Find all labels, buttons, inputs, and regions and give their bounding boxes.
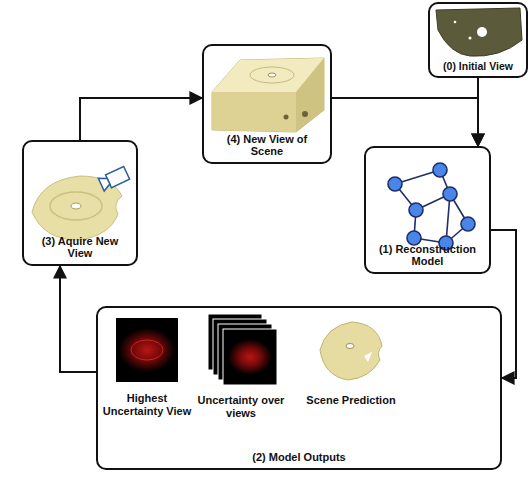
node-label: (1) Reconstruction Model: [370, 243, 485, 268]
node-label: (2) Model Outputs: [252, 451, 346, 464]
flow-arrow: [60, 266, 96, 372]
process-box: (4) New View of Scene: [202, 44, 332, 164]
flow-arrow: [80, 98, 202, 140]
new-view-image: [212, 58, 324, 132]
node-label: (0) Initial View: [443, 60, 513, 72]
highest-uncertainty-image: [116, 318, 178, 382]
process-box: (3) Aquire New View: [22, 140, 138, 266]
output-caption: Scene Prediction: [306, 394, 396, 407]
scene-prediction-image: [320, 322, 382, 380]
flow-arrow: [491, 230, 516, 378]
node-label: (4) New View of Scene: [217, 133, 317, 158]
process-box: (1) Reconstruction Model: [364, 146, 491, 274]
output-caption: Uncertainty over views: [195, 394, 287, 419]
acquire-view-image: [32, 167, 130, 240]
process-box: (2) Model Outputs: [96, 306, 502, 470]
flow-arrow: [332, 98, 478, 146]
process-box: (0) Initial View: [428, 2, 528, 78]
node-label: (3) Aquire New View: [32, 235, 128, 260]
output-caption: Highest Uncertainty View: [102, 392, 192, 417]
graph-icon: [388, 163, 475, 250]
uncertainty-stack-image: [208, 314, 277, 385]
initial-view-image: [436, 8, 522, 56]
